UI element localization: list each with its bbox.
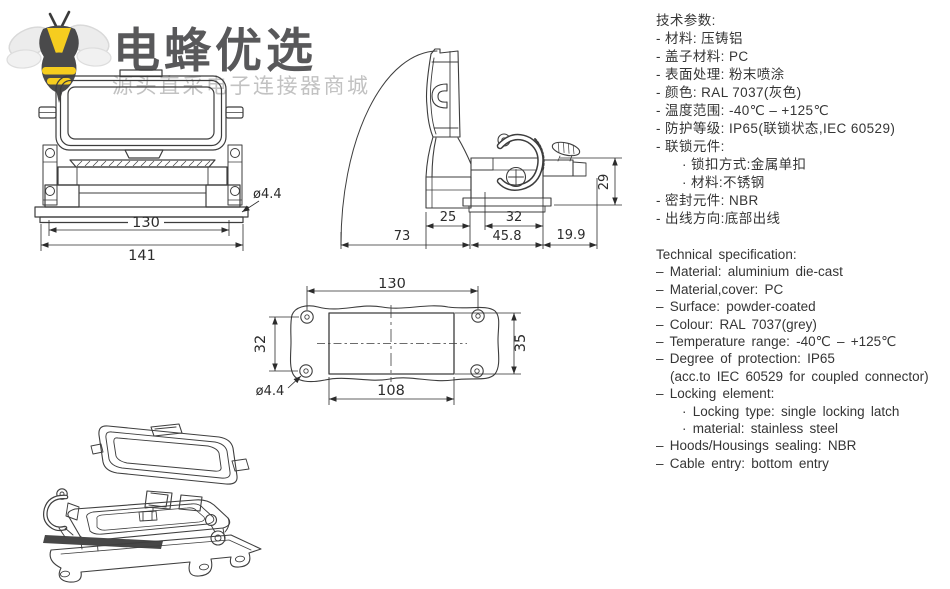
spec-title-cn: 技术参数:	[656, 13, 716, 28]
spec-block-english: Technical specification: – Material: alu…	[656, 246, 950, 472]
spec-item: – Temperature range: -40℃ – +125℃	[656, 334, 897, 350]
spec-item: – Colour: RAL 7037(grey)	[656, 316, 817, 332]
spec-item: – Locking element:	[656, 386, 775, 402]
dimension-label: 19.9	[557, 228, 586, 243]
spec-item: – Degree of protection: IP65	[656, 351, 835, 367]
dimension-label: 32	[253, 335, 269, 353]
spec-subitem: · material: stainless steel	[682, 421, 839, 437]
dimension-label: 130	[132, 215, 160, 231]
front-view-drawing: 130 141 ø4.4	[34, 69, 282, 264]
spec-item: – Hoods/Housings sealing: NBR	[656, 438, 857, 454]
panel-cutout-drawing: 130 32 35 108 ø4.4	[253, 278, 529, 405]
spec-block-chinese: 技术参数: - 材料: 压铸铝 - 盖子材料: PC - 表面处理: 粉末喷涂 …	[656, 12, 950, 228]
spec-item: - 颜色: RAL 7037(灰色)	[656, 85, 802, 100]
dimension-label: ø4.4	[253, 187, 282, 202]
dimension-label: 141	[128, 248, 156, 264]
spec-item: - 联锁元件:	[656, 139, 725, 154]
dimension-label: 73	[394, 229, 411, 244]
spec-subitem: · 材料:不锈钢	[682, 175, 765, 190]
spec-item: – Surface: powder-coated	[656, 299, 816, 315]
spec-item: - 温度范围: -40℃ – +125℃	[656, 103, 829, 118]
dimension-label: 108	[377, 383, 405, 399]
spec-item: – Cable entry: bottom entry	[656, 455, 829, 471]
dimension-label: ø4.4	[256, 384, 285, 399]
spec-subitem: · 锁扣方式:金属单扣	[682, 157, 807, 172]
spec-item: – Material: aluminium die-cast	[656, 264, 843, 280]
spec-title-en: Technical specification:	[656, 247, 797, 262]
spec-item: - 盖子材料: PC	[656, 49, 749, 64]
bee-icon	[6, 10, 112, 103]
spec-item: – Material,cover: PC	[656, 281, 784, 297]
spec-item: - 防护等级: IP65(联锁状态,IEC 60529)	[656, 121, 896, 136]
side-view-drawing: 25 32 73 45.8 19.9 29	[340, 48, 622, 249]
dimension-label: 35	[513, 334, 529, 352]
spec-item: - 出线方向:底部出线	[656, 211, 781, 226]
dimension-label: 29	[597, 174, 612, 191]
dimension-label: 45.8	[493, 229, 522, 244]
spec-item: - 表面处理: 粉末喷涂	[656, 67, 785, 82]
spec-item: - 密封元件: NBR	[656, 193, 759, 208]
spec-subitem: · Locking type: single locking latch	[682, 403, 900, 419]
logo-title: 电蜂优选	[113, 24, 317, 77]
isometric-view-drawing	[43, 423, 262, 583]
spec-item: - 材料: 压铸铝	[656, 31, 743, 46]
spec-item-continuation: (acc.to IEC 60529 for coupled connector)	[670, 368, 929, 384]
dimension-label: 32	[506, 210, 523, 225]
dimension-label: 130	[378, 278, 406, 292]
dimension-label: 25	[440, 210, 457, 225]
